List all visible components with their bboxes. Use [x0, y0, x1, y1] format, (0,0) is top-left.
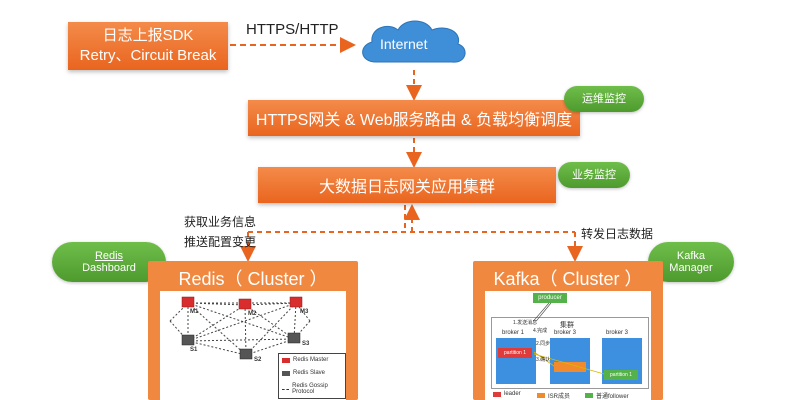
kafka-producer-lines: [533, 302, 552, 321]
redis-cluster-panel: Redis（ Cluster ）: [148, 261, 358, 400]
kafka-legend-follower-label: 普通follower: [596, 394, 629, 400]
internet-label: Internet: [380, 36, 428, 52]
redis-legend: Redis Master Redis Slave Redis Gossip Pr…: [278, 353, 346, 399]
redis-dashboard-line1: Redis: [94, 250, 124, 262]
sdk-box: 日志上报SDK Retry、Circuit Break: [68, 22, 228, 70]
protocol-label: HTTPS/HTTP: [246, 21, 339, 38]
redis-s2-label: S2: [254, 357, 262, 363]
kafka-legend-leader-label: leader: [504, 391, 521, 397]
kafka-broker-1: [496, 338, 536, 384]
kafka-partition-follower-label: partition 1: [610, 372, 632, 378]
redis-cluster-title: Redis（ Cluster ）: [178, 269, 328, 289]
kafka-legend-isr-label: ISR成员: [548, 394, 571, 400]
kafka-partition-isr: [554, 362, 586, 372]
redis-master-nodes: [181, 296, 303, 310]
redis-slave-nodes: [181, 332, 301, 360]
sdk-title: 日志上报SDK: [102, 27, 194, 44]
kafka-cluster-diagram: producer 集群 broker 1 broker 3 broker 3 p…: [485, 291, 651, 400]
redis-s1-label: S1: [190, 347, 198, 353]
kafka-broker2-label: broker 3: [554, 330, 577, 336]
kafka-cluster-box: 集群 broker 1 broker 3 broker 3 partition …: [491, 317, 649, 389]
kafka-partition-follower: partition 1: [604, 370, 638, 380]
kafka-legend-leader: leader: [493, 391, 521, 397]
right-note: 转发日志数据: [581, 227, 654, 241]
redis-legend-slave: Redis Slave: [293, 370, 326, 376]
kafka-partition-leader: partition 1: [498, 348, 532, 358]
biz-monitor-badge[interactable]: 业务监控: [558, 162, 630, 188]
log-gateway-label: 大数据日志网关应用集群: [318, 179, 495, 196]
kafka-cluster-label: 集群: [560, 322, 574, 329]
ops-monitor-badge[interactable]: 运维监控: [564, 86, 644, 112]
sdk-subtitle: Retry、Circuit Break: [79, 47, 217, 64]
kafka-step-sync: 2.同步: [536, 341, 551, 347]
redis-dashboard-line2: Dashboard: [82, 262, 136, 274]
kafka-broker1-label: broker 1: [502, 330, 525, 336]
redis-m1-label: M1: [190, 309, 199, 315]
log-gateway-box: 大数据日志网关应用集群: [258, 167, 556, 203]
redis-legend-master: Redis Master: [293, 357, 329, 363]
redis-m3-label: M3: [300, 309, 309, 315]
kafka-producer: producer: [533, 293, 567, 303]
left-note-2: 推送配置变更: [184, 235, 257, 249]
internet-cloud: [362, 20, 466, 63]
redis-cluster-diagram: M1 M2 M3 S1 S2 S3 Redis Master Redis Sla…: [160, 291, 346, 400]
gateway-box: HTTPS网关 & Web服务路由 & 负载均衡调度: [248, 100, 580, 136]
kafka-partition-leader-label: partition 1: [504, 350, 526, 356]
kafka-broker3-label: broker 3: [606, 330, 629, 336]
kafka-manager-line2: Manager: [669, 262, 713, 274]
kafka-manager-line1: Kafka: [676, 250, 706, 262]
redis-dashboard-badge[interactable]: Redis Dashboard: [52, 242, 166, 282]
kafka-flow-lines: [533, 351, 605, 375]
kafka-legend-isr: ISR成员: [537, 391, 570, 400]
kafka-cluster-title: Kafka（ Cluster ）: [493, 269, 643, 289]
kafka-producer-label: producer: [538, 295, 562, 301]
redis-topology: [169, 296, 311, 360]
redis-s3-label: S3: [302, 341, 310, 347]
biz-monitor-label: 业务监控: [572, 169, 616, 181]
kafka-legend-follower: 普通follower: [585, 391, 629, 400]
kafka-step-done: 4.完成: [533, 328, 548, 334]
kafka-step-send: 1.发送消息: [513, 320, 538, 326]
kafka-cluster-panel: Kafka（ Cluster ） producer 集群 broker 1 br…: [473, 261, 663, 400]
gateway-label: HTTPS网关 & Web服务路由 & 负载均衡调度: [255, 112, 573, 129]
redis-legend-gossip: Redis Gossip Protocol: [292, 383, 328, 395]
redis-m2-label: M2: [248, 311, 257, 317]
left-note-1: 获取业务信息: [184, 215, 257, 229]
kafka-step-confirm: 3.确认: [536, 357, 551, 363]
kafka-broker-2: [550, 338, 590, 384]
ops-monitor-label: 运维监控: [582, 93, 626, 105]
